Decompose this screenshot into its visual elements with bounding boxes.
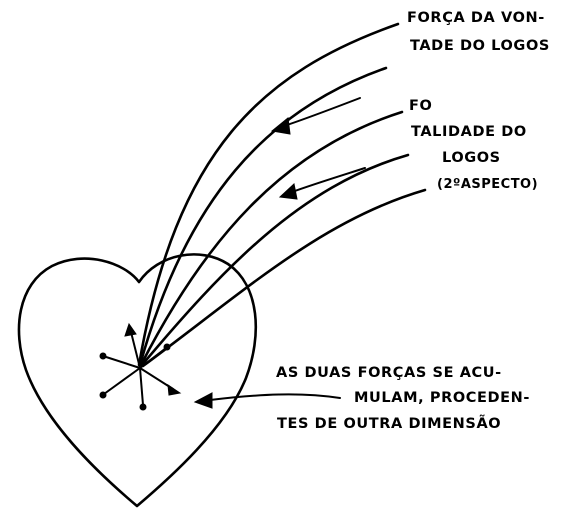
label-vontade-line1: FORÇA DA VON- [407,10,545,26]
heart-outline [17,253,258,508]
direction-arrows [193,97,366,409]
star-ray-down [139,367,144,406]
star-arrowhead-up [124,322,137,337]
star-dot-lower-left [99,391,107,399]
label-acumulam-line3: TES DE OUTRA DIMENSÃO [277,415,501,432]
label-forca-vontade: FORÇA DA VON- TADE DO LOGOS [407,10,550,54]
label-vontade-line2: TADE DO LOGOS [410,38,550,54]
star-dot-down [139,403,147,411]
label-fo-line4: (2ºASPECTO) [437,177,538,192]
star-ray-lower-left [103,367,141,395]
label-fo-line1: FO [409,98,432,114]
force-lines [137,22,427,368]
star-ray-lower-right [139,367,174,390]
star-dot-upper-left [99,352,107,360]
force-line-3 [139,110,404,367]
star-ray-up [130,331,141,369]
label-acumulam-line1: AS DUAS FORÇAS SE ACU- [276,365,502,381]
star-ray-upper-right [139,347,167,369]
star-arrowhead-lower-right [167,383,182,396]
label-fo-line3: LOGOS [442,150,501,166]
star-ray-upper-left [102,355,141,369]
label-acumulam: AS DUAS FORÇAS SE ACU- MULAM, PROCEDEN- … [276,365,530,432]
label-fo-logos: FO TALIDADE DO LOGOS (2ºASPECTO) [409,98,538,192]
arrow-acumulam [193,392,341,409]
arrow-fo [278,167,366,200]
force-line-1 [137,22,400,367]
label-acumulam-line2: MULAM, PROCEDEN- [354,390,530,406]
force-line-5 [141,188,427,368]
star-dot-upper-right [163,343,171,351]
force-line-4 [140,153,410,367]
center-star [99,322,182,411]
arrow-vontade [270,97,361,135]
label-fo-line2: TALIDADE DO [411,124,527,140]
force-line-2 [138,66,388,367]
